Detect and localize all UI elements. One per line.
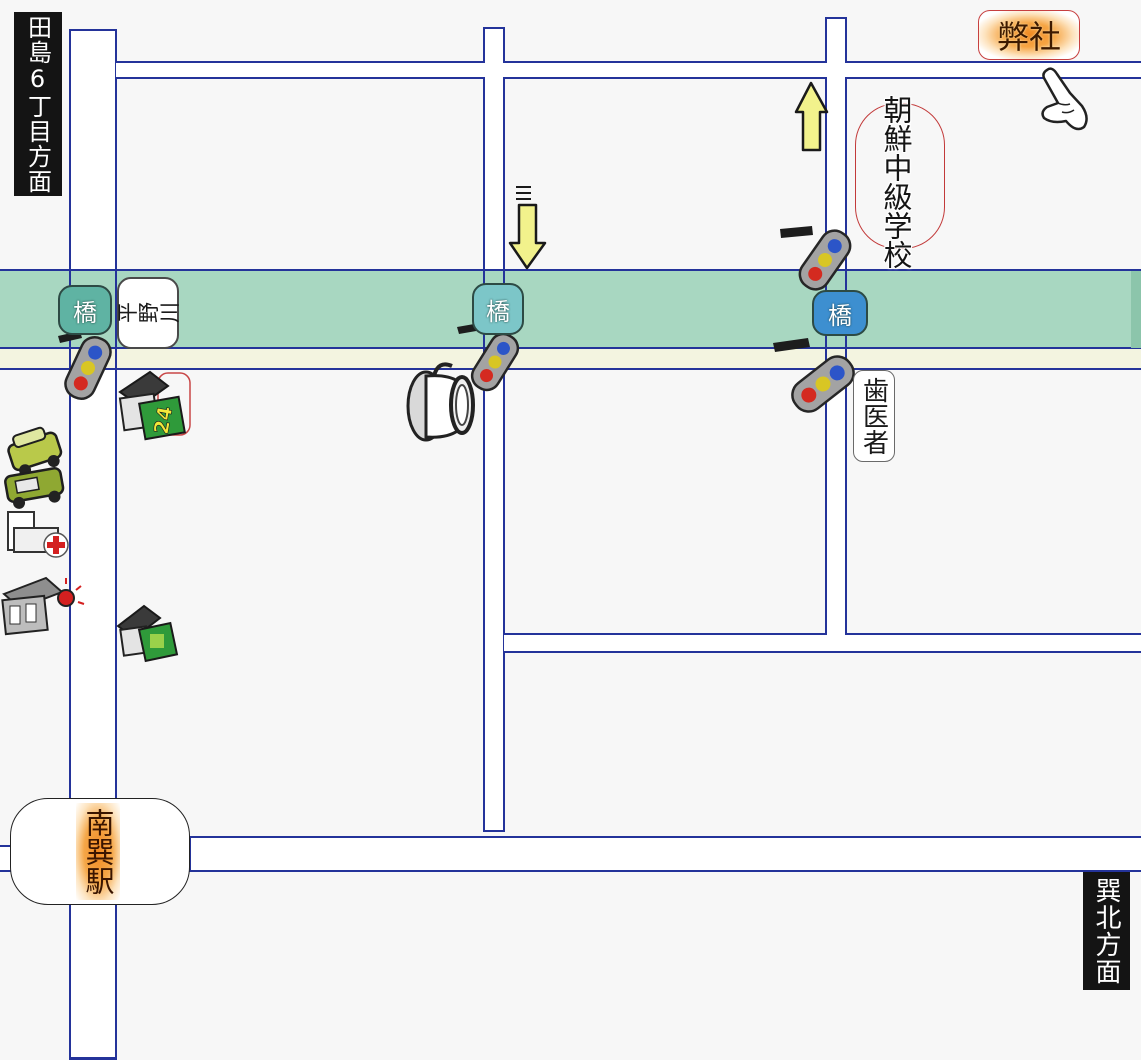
river-east-shade <box>1131 271 1141 348</box>
traffic-light-icon <box>798 229 852 291</box>
road-center-vertical <box>485 29 503 830</box>
car-icon <box>4 426 65 509</box>
direction-label-tajima: 田島6丁目方面 <box>14 12 62 196</box>
store-sign-text: 24 <box>149 404 177 436</box>
bridge-label-west: 橋 <box>58 285 112 335</box>
arrow-up-icon <box>794 81 829 152</box>
bridge-label-center: 橋 <box>472 283 524 335</box>
hospital-icon <box>7 511 69 558</box>
road-south-horizontal <box>191 838 1141 870</box>
river <box>0 269 1141 370</box>
road-surfaces <box>0 19 1141 1057</box>
direction-label-tatsumikita: 巽北方面 <box>1083 872 1130 990</box>
station-label: 南巽駅 <box>76 803 120 900</box>
arrow-tick-marks <box>516 186 531 200</box>
fire-station-icon <box>1 576 85 636</box>
coffee-cup-icon <box>406 362 475 442</box>
bridge-west-edge-right <box>115 269 117 370</box>
bridge-label-east: 橋 <box>812 290 868 336</box>
dentist-label: 歯医者 <box>853 370 895 462</box>
road-middle-horizontal <box>504 635 1141 651</box>
traffic-light-icon <box>470 332 520 392</box>
pointing-hand-icon <box>1041 67 1088 131</box>
river-water <box>0 271 1141 348</box>
road-outlines <box>0 17 1141 1060</box>
river-name: 平野川 <box>116 301 180 325</box>
riverside-edge <box>0 368 1141 370</box>
river-label: 平野川 <box>116 277 180 349</box>
riverside-strip <box>0 349 1141 368</box>
traffic-light-icon <box>64 336 112 400</box>
company-label: 弊社 <box>978 10 1080 60</box>
arrow-down-icon <box>508 186 547 270</box>
school-label: 朝鮮中級学校 <box>879 95 913 269</box>
road-south-stub <box>0 847 12 870</box>
school-frame <box>855 103 945 249</box>
river-edge-north <box>0 269 1141 271</box>
river-edge-south <box>0 347 1141 349</box>
convenience-store-icon <box>116 604 179 663</box>
traffic-light-icon <box>791 355 855 413</box>
convenience-store-icon: 24 <box>118 370 191 441</box>
road-north-horizontal <box>116 63 1141 77</box>
